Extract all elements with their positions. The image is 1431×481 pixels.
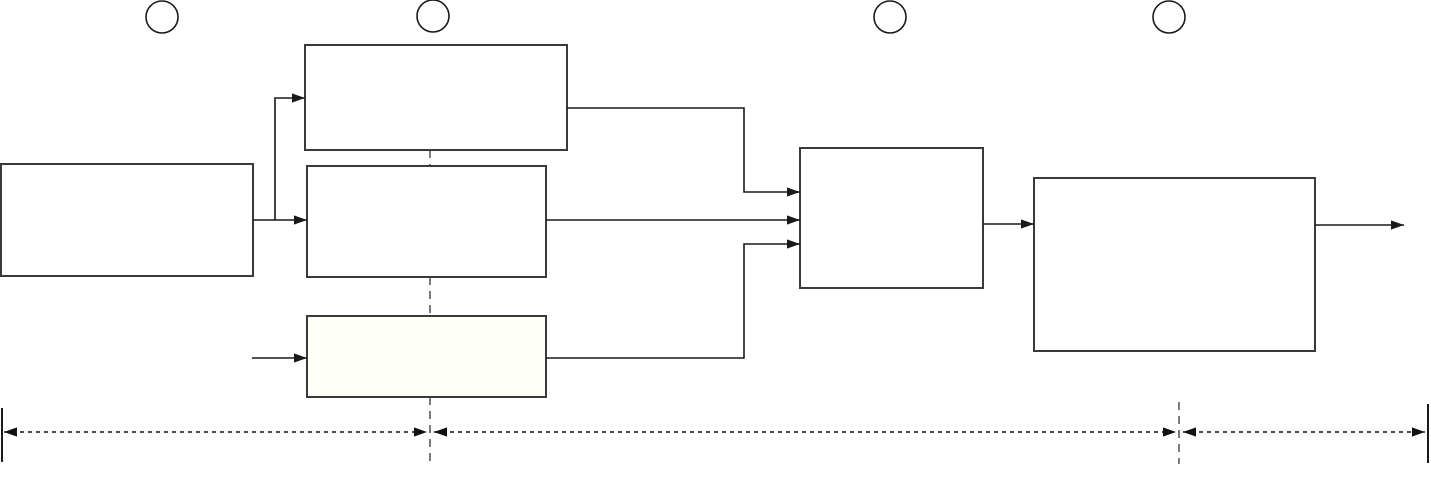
arrowhead-icon [787,215,800,225]
circle-marker-3 [873,0,907,34]
box-bottom-branch [306,315,547,398]
arrow-external-to-bottom [252,353,307,363]
arrowhead-icon [787,239,800,249]
arrowhead-icon [292,93,305,103]
arrowhead-icon [1021,219,1034,229]
arrowhead-icon [294,353,307,363]
dimension-span-3 [1183,427,1425,437]
box-merge [799,147,984,289]
circle-marker-2 [416,0,450,33]
arrow-top-to-merge [567,107,800,197]
arrowhead-icon [1163,427,1176,437]
dimension-span-1 [4,427,427,437]
arrowhead-icon [1183,427,1196,437]
arrowhead-icon [1391,220,1404,230]
box-top-branch [304,44,568,151]
arrowhead-icon [414,427,427,437]
arrow-middle-to-merge [546,215,800,225]
circle-marker-4 [1152,0,1186,34]
box-left-input [0,163,254,277]
arrow-bottom-to-merge [546,239,800,359]
arrowhead-icon [787,187,800,197]
arrowhead-icon [4,427,17,437]
dimension-span-2 [434,427,1176,437]
box-right-output [1033,177,1316,352]
circle-marker-1 [145,0,179,34]
arrow-merge-to-right [983,219,1034,229]
arrow-left-to-middle [253,215,307,225]
arrow-right-output [1315,220,1404,230]
arrowhead-icon [294,215,307,225]
arrowhead-icon [1412,427,1425,437]
box-middle-branch [306,165,547,278]
arrow-left-to-top [274,93,305,220]
arrowhead-icon [434,427,447,437]
